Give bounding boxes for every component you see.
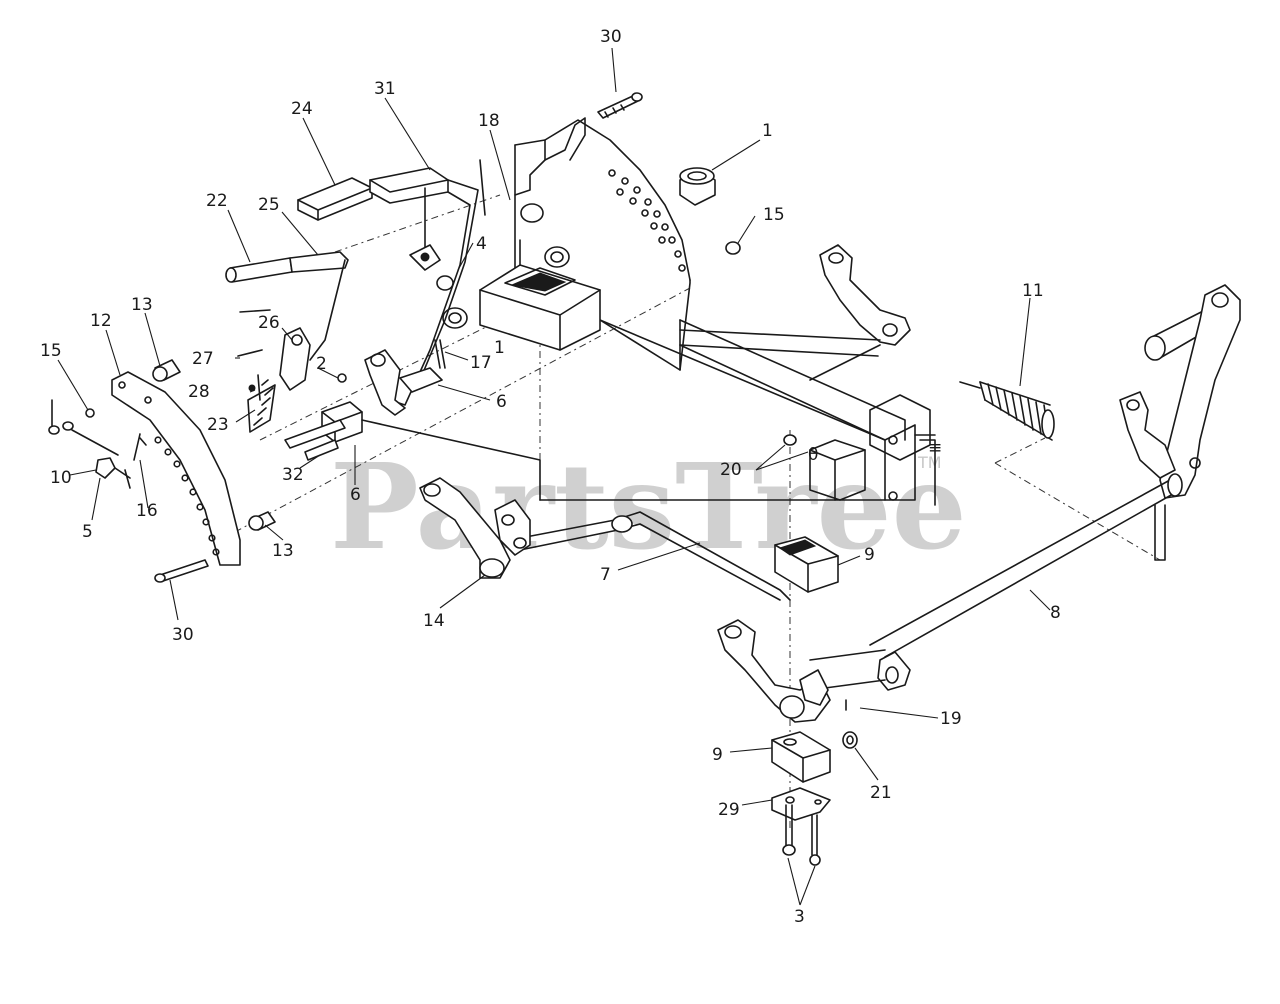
callout-1-top: 1 [762,121,773,141]
latch-spring [239,309,311,433]
frame-mark-a: ≡ [928,438,942,458]
right-pedal-assembly [1119,284,1241,499]
spacer-top-end [152,366,168,382]
sector-plate [111,371,241,566]
callout-1-mid: 1 [494,338,505,358]
cross-shaft [809,473,1183,691]
rod-14 [479,159,486,216]
lever-upper-right [679,244,911,381]
bushing-top [679,167,716,206]
block-lower [771,731,831,783]
callout-11: 11 [1022,281,1044,301]
spring-11 [959,381,1055,441]
callout-9-upper: 9 [864,545,875,565]
connecting-rod [509,511,791,601]
callout-30-top: 30 [600,27,622,47]
quadrant-holes [608,169,686,272]
sector-holes [154,436,220,556]
block-upper [774,536,839,593]
callout-29: 29 [718,800,740,820]
callout-13-bottom: 13 [272,541,294,561]
handle-rod [225,251,349,361]
pin-2 [337,373,347,383]
leader-lines [57,47,1051,906]
callout-2: 2 [316,354,327,374]
callout-23: 23 [207,415,229,435]
callout-22: 22 [206,191,228,211]
callout-7: 7 [600,565,611,585]
lever-lower-center [419,477,531,579]
bracket-lower [284,401,541,501]
pin-small [237,349,263,357]
callout-21: 21 [870,783,892,803]
callout-30-bottom: 30 [172,625,194,645]
pivot-bracket-box [479,239,601,351]
nut-21-hole [846,735,854,745]
callout-3: 3 [794,907,805,927]
callout-24: 24 [291,99,313,119]
callout-19: 19 [940,709,962,729]
callout-14: 14 [423,611,445,631]
callout-15-right: 15 [763,205,785,225]
callout-numbers: 30 31 24 18 1 15 22 25 4 11 13 12 26 15 … [40,27,1061,927]
bushings-mid [436,203,570,329]
bolt-bottom [154,559,209,583]
callout-10: 10 [50,468,72,488]
callout-28: 28 [188,382,210,402]
callout-6-lower: 6 [350,485,361,505]
callout-17: 17 [470,353,492,373]
callout-13-top: 13 [131,295,153,315]
callout-6-upper: 6 [496,392,507,412]
nut-right [725,241,741,255]
callout-5: 5 [82,522,93,542]
callout-32: 32 [282,465,304,485]
spacer-bottom-end [248,515,264,531]
callout-4: 4 [476,234,487,254]
callout-31: 31 [374,79,396,99]
lever-lower-right [717,619,831,723]
left-hardware [48,399,147,489]
frame-mark-b: θ [808,445,818,465]
callout-9-lower: 9 [712,745,723,765]
nut-21 [842,731,858,749]
pedal-assembly [297,167,479,416]
callout-12: 12 [90,311,112,331]
callout-26: 26 [258,313,280,333]
callout-27: 27 [192,349,214,369]
plate-29-bolts-3 [771,787,831,866]
callout-20: 20 [720,460,742,480]
callout-8: 8 [1050,603,1061,623]
callout-18: 18 [478,111,500,131]
callout-25: 25 [258,195,280,215]
bolt-top [597,92,643,119]
nut-20 [783,434,797,446]
callout-16: 16 [136,501,158,521]
main-frame-plate: ≡ [514,117,942,506]
pin-17 [434,339,446,369]
callout-15-left: 15 [40,341,62,361]
